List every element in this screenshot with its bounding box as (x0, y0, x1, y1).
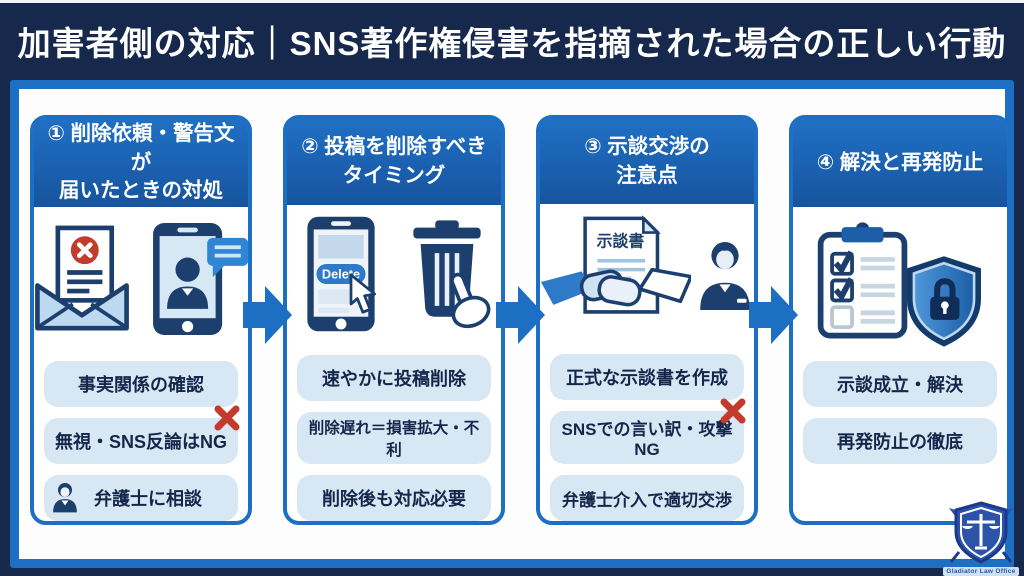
logo-caption: Gladiator Law Office (943, 567, 1019, 576)
list-item: 再発防止の徹底 (803, 418, 997, 464)
settlement-handshake-icon: 示談書 (541, 213, 693, 340)
warning-mail-icon (30, 219, 134, 344)
step-card-4: ④ 解決と再発防止 (789, 115, 1011, 525)
top-divider (0, 0, 1024, 3)
list-item: 弁護士介入で適切交渉 (550, 475, 744, 521)
step-1-icons (34, 207, 249, 355)
step-card-1: ① 削除依頼・警告文が 届いたときの対処 (30, 115, 252, 525)
businessman-icon (697, 232, 753, 321)
law-office-logo: Gladiator Law Office (942, 500, 1020, 576)
list-item: SNSでの言い訳・攻撃NG (550, 398, 746, 464)
item-text: 示談成立・解決 (837, 375, 963, 395)
item-text: SNSでの言い訳・攻撃NG (561, 420, 733, 459)
list-item: 削除後も対応必要 (297, 475, 491, 521)
lawyer-person-icon (51, 481, 79, 518)
content-panel: ① 削除依頼・警告文が 届いたときの対処 (10, 80, 1014, 568)
item-text: 無視・SNS反論はNG (54, 432, 227, 452)
list-item: 正式な示談書を作成 (550, 354, 744, 400)
trash-hand-icon (397, 210, 497, 343)
item-text: 弁護士に相談 (94, 489, 202, 509)
checklist-clipboard-icon (813, 217, 913, 346)
list-item: 事実関係の確認 (44, 361, 238, 407)
ng-cross-icon (212, 403, 242, 438)
flow-arrow-icon (749, 286, 798, 344)
item-text: 削除遅れ＝損害拡大・不利 (308, 420, 480, 459)
step-card-3: ③ 示談交渉の 注意点 示談書 (536, 115, 758, 525)
step-3-items: 正式な示談書を作成 SNSでの言い訳・攻撃NG 弁護士介入で適切交渉 (540, 348, 754, 521)
page-title: 加害者側の対応｜SNS著作権侵害を指摘された場合の正しい行動 (17, 25, 1007, 62)
step-3-icons: 示談書 (540, 204, 754, 348)
step-3-title: ③ 示談交渉の 注意点 (540, 119, 754, 205)
item-text: 事実関係の確認 (78, 375, 204, 395)
phone-consult-icon (140, 216, 252, 347)
list-item: 弁護士に相談 (44, 475, 238, 521)
list-item: 削除遅れ＝損害拡大・不利 (297, 412, 491, 464)
list-item: 示談成立・解決 (803, 361, 997, 407)
step-4-items: 示談成立・解決 再発防止の徹底 (793, 355, 1007, 464)
step-4-title: ④ 解決と再発防止 (793, 119, 1007, 207)
ng-cross-icon (718, 396, 748, 431)
item-text: 削除後も対応必要 (322, 489, 466, 509)
item-text: 弁護士介入で適切交渉 (562, 490, 732, 510)
shield-lock-icon (901, 252, 987, 355)
phone-delete-icon: Delete (291, 209, 391, 344)
item-text: 速やかに投稿削除 (322, 369, 466, 389)
list-item: 無視・SNS反論はNG (44, 405, 240, 464)
steps-row: ① 削除依頼・警告文が 届いたときの対処 (19, 89, 1011, 559)
step-2-icons: Delete (287, 205, 501, 349)
step-1-items: 事実関係の確認 無視・SNS反論はNG (34, 355, 248, 521)
step-1-title: ① 削除依頼・警告文が 届いたときの対処 (34, 119, 248, 207)
step-4-icons (793, 207, 1007, 355)
logo-shield-icon (949, 500, 1013, 571)
step-2-items: 速やかに投稿削除 削除遅れ＝損害拡大・不利 削除後も対応必要 (287, 349, 501, 521)
agreement-doc-title: 示談書 (597, 231, 645, 250)
list-item: 速やかに投稿削除 (297, 355, 491, 401)
step-card-2: ② 投稿を削除すべき タイミング Delete (283, 115, 505, 525)
flow-arrow-icon (243, 286, 292, 344)
item-text: 正式な示談書を作成 (566, 368, 728, 388)
item-text: 再発防止の徹底 (837, 432, 963, 452)
step-2-title: ② 投稿を削除すべき タイミング (287, 119, 501, 205)
flow-arrow-icon (496, 286, 545, 344)
